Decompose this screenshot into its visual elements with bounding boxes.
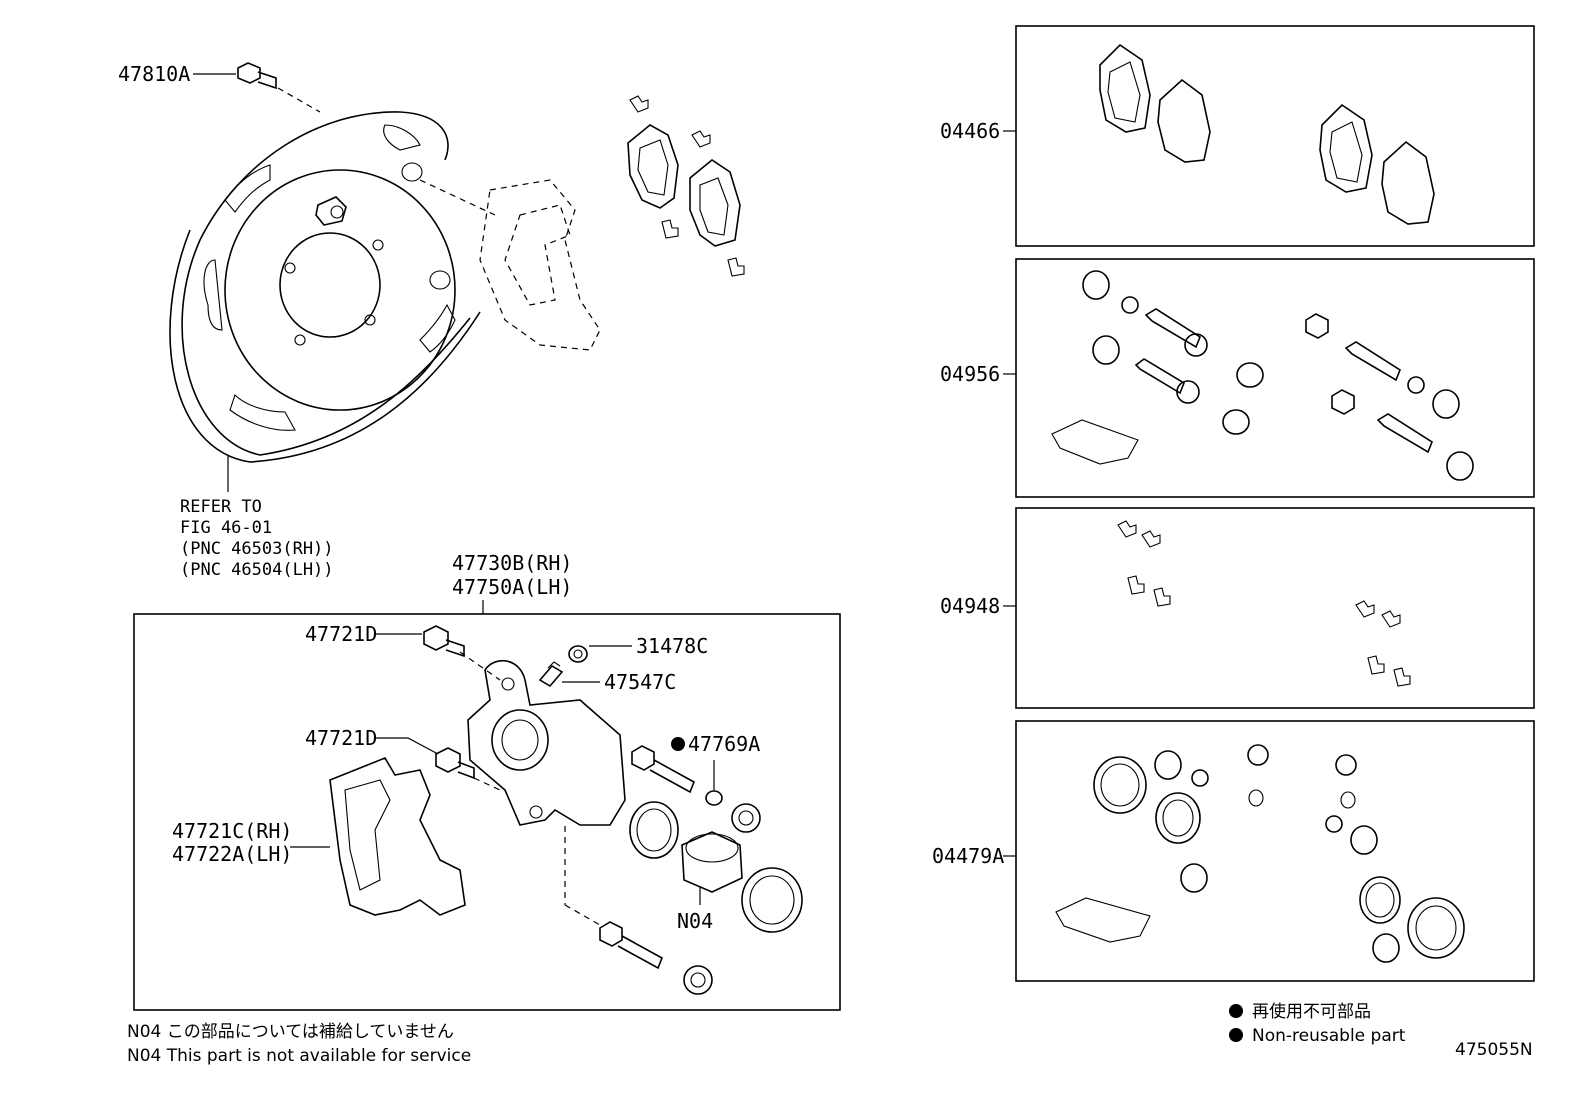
label-04466: 04466 [940,119,1000,143]
pnc-rh-label: (PNC 46503(RH)) [180,539,334,559]
kit-04948-clips-illustration [1117,520,1411,687]
bleeder-screw-illustration [538,661,564,688]
label-47721D-top: 47721D [305,622,377,646]
kit-04956-frame [1015,258,1535,498]
label-47547C: 47547C [604,670,676,694]
kit-04956-parts-illustration [1051,270,1474,481]
label-04479A: 04479A [932,844,1004,868]
mounting-bracket-illustration [329,757,466,916]
label-04948: 04948 [940,594,1000,618]
label-47721D-mid: 47721D [305,726,377,750]
label-47722A-lh: 47722A(LH) [172,842,292,866]
pin-and-boot-illustration [631,737,761,833]
label-04956: 04956 [940,362,1000,386]
label-47810A: 47810A [118,62,190,86]
bolt-47721D-top-illustration [423,625,465,658]
piston-seal-illustration [629,801,803,933]
label-31478C: 31478C [636,634,708,658]
pnc-lh-label: (PNC 46504(LH)) [180,560,334,580]
kit-04466-pads-illustration [1099,43,1435,225]
label-N04: N04 [677,909,713,933]
caliper-assembly-frame [133,613,841,1011]
fig-ref-label: FIG 46-01 [180,518,272,538]
kit-04948-frame [1015,507,1535,709]
non-reusable-dot-icon [1229,1028,1243,1042]
label-47730B-rh: 47730B(RH) [452,551,572,575]
phantom-caliper-illustration [479,179,601,351]
label-47721C-rh: 47721C(RH) [172,819,292,843]
lower-pin-illustration [564,826,713,995]
brake-pads-illustration [627,95,745,277]
dust-cover-illustration [169,111,481,463]
legend-en: Non-reusable part [1252,1026,1406,1046]
label-47750A-lh: 47750A(LH) [452,575,572,599]
label-47769A: 47769A [688,732,760,756]
note-n04-en: N04 This part is not available for servi… [127,1046,471,1066]
bolt-47721D-mid-illustration [435,747,501,791]
figure-number: 475055N [1455,1040,1533,1060]
kit-04466-frame [1015,25,1535,247]
note-n04-jp: N04 この部品については補給していません [127,1022,454,1042]
refer-to-label: REFER TO [180,497,262,517]
non-reusable-dot-icon [1229,1004,1243,1018]
caliper-body-illustration [459,651,626,826]
legend-jp: 再使用不可部品 [1252,1001,1371,1022]
kit-04479A-seals-illustration [1055,744,1465,963]
kit-04479A-frame [1015,720,1535,982]
bolt-47810A-illustration [237,62,496,216]
bleeder-cap-illustration [568,645,588,663]
